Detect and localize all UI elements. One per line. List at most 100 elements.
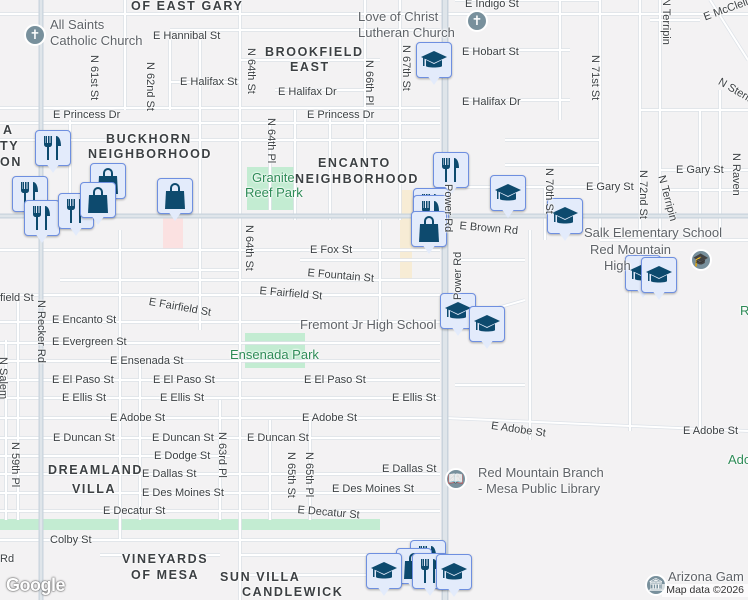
shopping-marker[interactable] xyxy=(411,211,447,257)
street-label: E Halifax Dr xyxy=(462,96,521,108)
street-label: E Encanto St xyxy=(52,314,117,326)
place-label: Arizona Gam xyxy=(668,569,744,584)
street-label: N 70th St xyxy=(543,168,555,214)
street-label: E Ellis St xyxy=(62,392,107,404)
school-icon xyxy=(469,306,505,342)
school-marker[interactable] xyxy=(469,306,505,352)
street-label: N Raven xyxy=(730,153,742,196)
commercial-area xyxy=(400,190,412,280)
school-icon xyxy=(366,553,402,589)
street-label: E Des Moines St xyxy=(142,487,224,499)
neighborhood-label: BUCKHORN xyxy=(106,132,192,146)
school-marker[interactable] xyxy=(416,42,452,88)
street-label: N Terripin xyxy=(660,0,672,45)
street-label: E El Paso St xyxy=(52,374,114,386)
place-label: Salk Elementary School xyxy=(584,225,723,240)
street-label: E Dodge St xyxy=(154,450,211,462)
commercial-area xyxy=(163,218,183,250)
restaurant-icon xyxy=(24,200,60,236)
street-label: E Hannibal St xyxy=(153,30,221,42)
street-label: Rd xyxy=(0,553,15,565)
restaurant-marker[interactable] xyxy=(433,152,469,198)
museum-icon[interactable]: 🏛 xyxy=(645,574,667,596)
school-icon xyxy=(416,42,452,78)
school-marker[interactable] xyxy=(366,553,402,599)
marker-pointer xyxy=(652,290,666,300)
marker-pointer xyxy=(447,587,461,597)
neighborhood-label: ON xyxy=(0,155,22,169)
street-label: E Ensenada St xyxy=(110,355,184,367)
street-label: E Adobe St xyxy=(302,412,358,424)
marker-pointer xyxy=(168,211,182,221)
neighborhood-label: SUN VILLA xyxy=(220,570,301,584)
place-label: Red Mountain xyxy=(590,242,671,257)
library-icon[interactable]: 📖 xyxy=(445,468,467,490)
shopping-icon xyxy=(80,182,116,218)
street-label: Colby St xyxy=(50,534,92,546)
street-label: E Halifax Dr xyxy=(278,86,337,98)
school-marker[interactable] xyxy=(490,175,526,221)
park-label: Adob xyxy=(728,452,748,467)
marker-pointer xyxy=(91,215,105,225)
map-attribution[interactable]: Map data ©2026 xyxy=(662,584,748,597)
restaurant-icon xyxy=(35,130,71,166)
street-label: N 67th St xyxy=(400,45,412,91)
place-label: Fremont Jr High School xyxy=(300,317,437,332)
place-label: Catholic Church xyxy=(50,33,143,48)
street-label: N 64th St xyxy=(245,48,257,94)
greenbelt xyxy=(0,519,380,530)
marker-pointer xyxy=(427,75,441,85)
park-label: Granite xyxy=(252,170,295,185)
church-icon[interactable]: ✝ xyxy=(466,10,488,32)
park-label: R xyxy=(740,303,748,318)
street-label: E Halifax St xyxy=(180,76,238,88)
street-label: N 59th Pl xyxy=(9,442,21,488)
school-marker[interactable] xyxy=(547,198,583,244)
street-label: E Princess Dr xyxy=(53,109,121,121)
street-label: N 64th Pl xyxy=(265,118,277,164)
restaurant-marker[interactable] xyxy=(35,130,71,176)
place-label: Lutheran Church xyxy=(358,25,455,40)
school-marker[interactable] xyxy=(440,293,476,339)
marker-pointer xyxy=(451,326,465,336)
google-logo[interactable]: Google xyxy=(6,575,66,595)
street-label: E Adobe St xyxy=(110,412,166,424)
street-label: E Dallas St xyxy=(142,468,197,480)
neighborhood-label: ENCANTO xyxy=(318,156,391,170)
marker-pointer xyxy=(423,586,437,596)
shopping-marker[interactable] xyxy=(157,178,193,224)
street-label: field St xyxy=(0,292,34,304)
street-label: E Duncan St xyxy=(152,432,214,444)
street-label: E Decatur St xyxy=(103,505,166,517)
restaurant-marker[interactable] xyxy=(24,200,60,246)
place-label: High xyxy=(604,258,631,273)
street-label: Power Rd xyxy=(442,184,454,233)
place-label: Red Mountain Branch xyxy=(478,465,604,480)
street-label: E Gary St xyxy=(676,164,724,176)
neighborhood-label: NEIGHBORHOOD xyxy=(295,172,420,186)
church-icon[interactable]: ✝ xyxy=(24,24,46,46)
neighborhood-label: OF EAST GARY xyxy=(131,0,244,13)
school-marker[interactable] xyxy=(436,554,472,600)
street-label: E Duncan St xyxy=(53,432,115,444)
school-marker[interactable] xyxy=(641,257,677,303)
marker-pointer xyxy=(46,163,60,173)
street-label: E Fox St xyxy=(310,244,353,256)
school-icon[interactable]: 🎓 xyxy=(690,249,712,271)
marker-pointer xyxy=(377,586,391,596)
neighborhood-label: VINEYARDS xyxy=(122,552,209,566)
shopping-icon xyxy=(157,178,193,214)
shopping-marker[interactable] xyxy=(80,182,116,228)
school-icon xyxy=(490,175,526,211)
street xyxy=(709,0,748,61)
street-label: E Des Moines St xyxy=(332,483,414,495)
street-label: E Princess Dr xyxy=(307,109,375,121)
marker-pointer xyxy=(636,288,650,298)
marker-pointer xyxy=(480,339,494,349)
marker-pointer xyxy=(69,226,83,236)
neighborhood-label: EAST xyxy=(290,60,330,74)
school-icon xyxy=(641,257,677,293)
street-label: N 66th Pl xyxy=(363,60,375,106)
